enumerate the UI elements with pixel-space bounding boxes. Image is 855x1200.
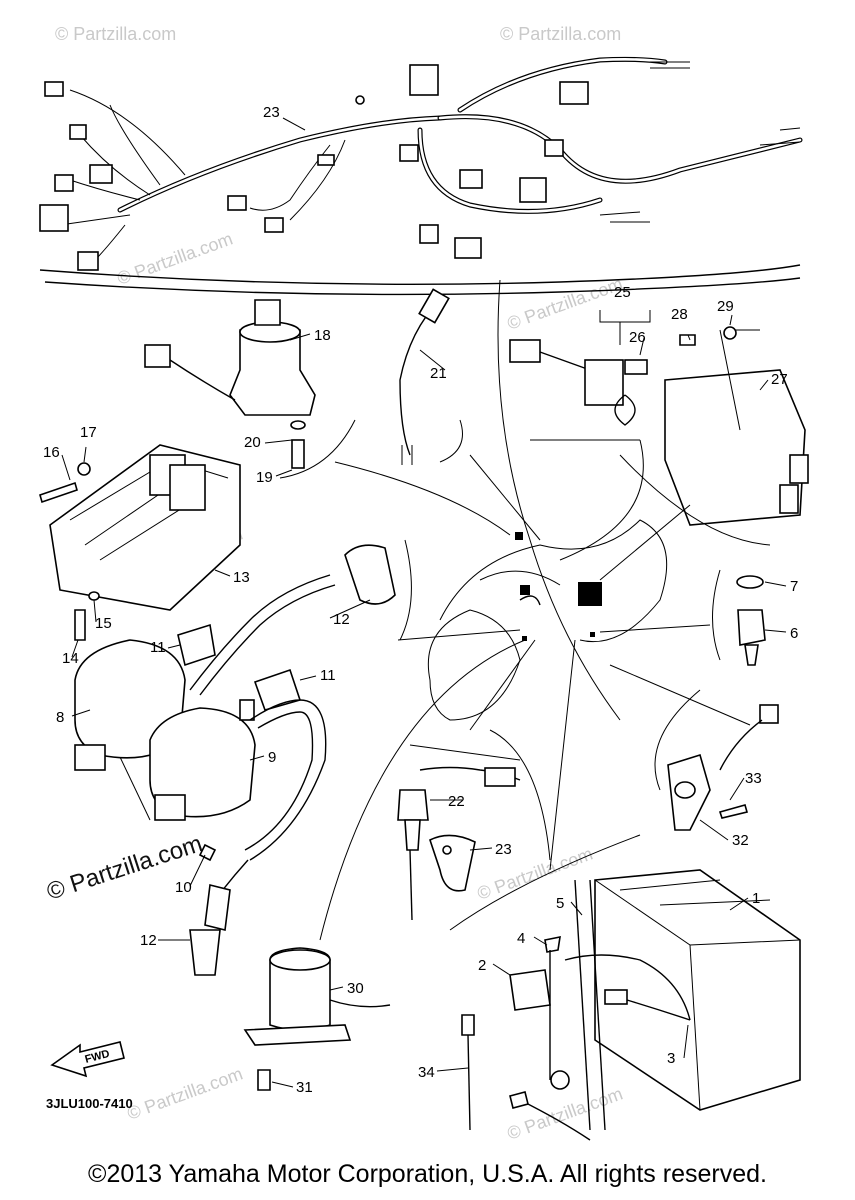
upper-components — [144, 288, 809, 526]
callout-16: 16 — [43, 444, 60, 461]
callout-29: 29 — [717, 298, 734, 315]
callout-numbers: 23 18 20 19 21 25 26 28 29 27 16 17 13 1… — [43, 104, 798, 1096]
ignition-coils — [74, 544, 396, 976]
callout-15: 15 — [95, 615, 112, 632]
callout-12-upper: 12 — [333, 611, 350, 628]
leader-lines — [99, 419, 771, 941]
callout-19: 19 — [256, 469, 273, 486]
callout-24: 23 — [263, 104, 280, 121]
callout-23: 23 — [495, 841, 512, 858]
callout-14: 14 — [62, 650, 79, 667]
callout-32: 32 — [732, 832, 749, 849]
watermark: © Partzilla.com — [500, 24, 621, 44]
battery-assembly — [461, 869, 801, 1141]
watermark: © Partzilla.com — [475, 843, 596, 903]
callout-5: 5 — [556, 895, 564, 912]
callout-7: 7 — [790, 578, 798, 595]
callout-28: 28 — [671, 306, 688, 323]
callout-13: 13 — [233, 569, 250, 586]
callout-30: 30 — [347, 980, 364, 997]
callout-10: 10 — [175, 879, 192, 896]
callout-17: 17 — [80, 424, 97, 441]
copyright-footer: ©2013 Yamaha Motor Corporation, U.S.A. A… — [88, 1160, 767, 1188]
callout-3: 3 — [667, 1050, 675, 1067]
callout-11-right: 11 — [320, 667, 336, 684]
sender-sensor — [667, 575, 779, 831]
wire-harness — [39, 56, 803, 296]
switch-bracket — [397, 766, 521, 921]
watermark: © Partzilla.com — [55, 24, 176, 44]
callout-9: 9 — [268, 749, 276, 766]
callout-27: 27 — [771, 371, 788, 388]
bike-outline — [427, 279, 668, 721]
callout-11-left: 11 — [150, 639, 166, 656]
drawing-code: 3JLU100-7410 — [46, 1096, 133, 1111]
callout-25: 25 — [614, 284, 631, 301]
callout-34: 34 — [418, 1064, 435, 1081]
starter-relay — [243, 947, 391, 1091]
callout-6: 6 — [790, 625, 798, 642]
callout-12-lower: 12 — [140, 932, 157, 949]
callout-33: 33 — [745, 770, 762, 787]
callout-4: 4 — [517, 930, 525, 947]
fwd-arrow: FWD — [50, 1041, 125, 1078]
callout-2: 2 — [478, 957, 486, 974]
watermark: © Partzilla.com — [125, 1063, 246, 1123]
callout-1: 1 — [752, 890, 760, 907]
callout-22: 22 — [448, 793, 465, 810]
callout-31: 31 — [296, 1079, 313, 1096]
callout-20: 20 — [244, 434, 261, 451]
callout-21: 21 — [430, 365, 447, 382]
callout-18: 18 — [314, 327, 331, 344]
callout-26: 26 — [629, 329, 646, 346]
callout-8: 8 — [56, 709, 64, 726]
cdi-unit — [39, 444, 241, 641]
